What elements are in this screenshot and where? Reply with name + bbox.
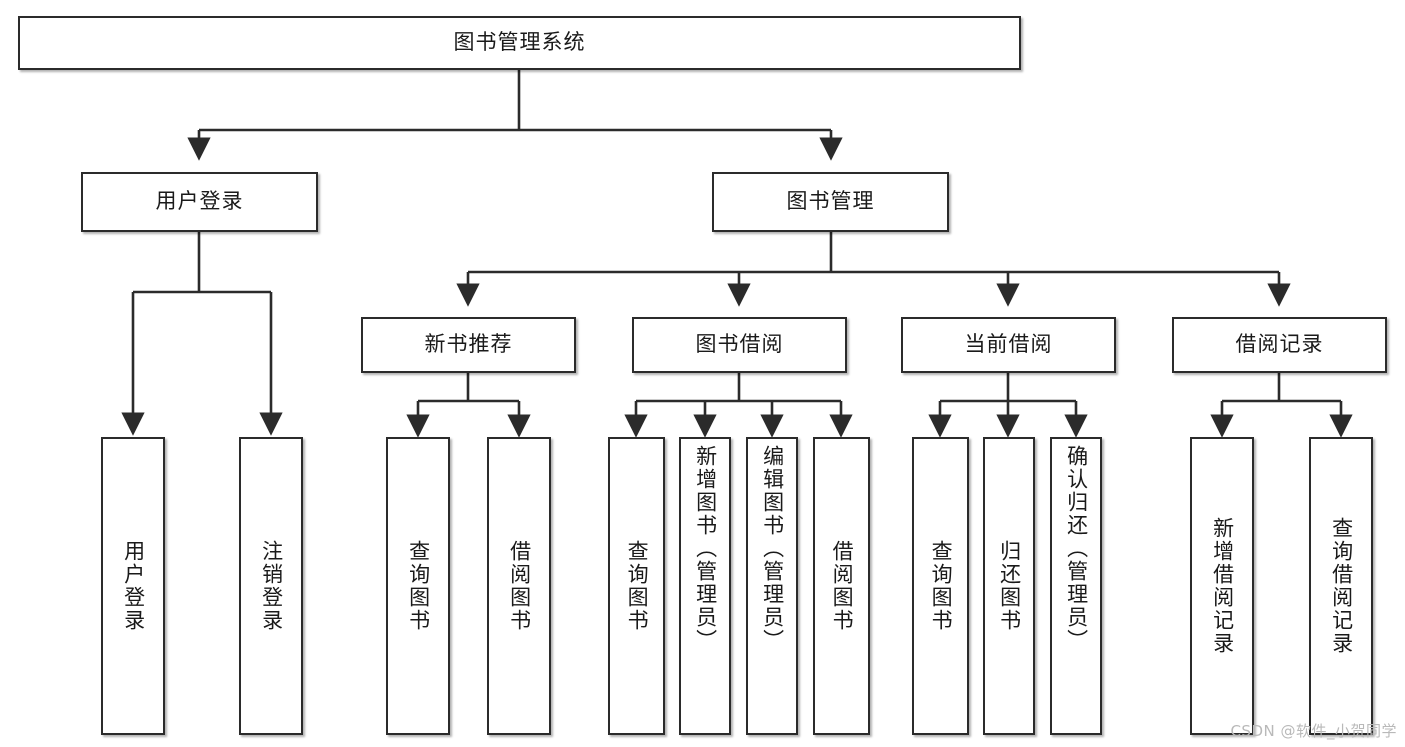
node-leaf-add-book-label: 新增图书（管理员）	[693, 445, 718, 652]
node-book-manage[interactable]: 图书管理	[712, 172, 949, 232]
node-leaf-borrow-book-2[interactable]: 借阅图书	[813, 437, 870, 735]
node-leaf-logout-login-label: 注销登录	[259, 540, 284, 632]
node-root[interactable]: 图书管理系统	[18, 16, 1021, 70]
node-borrow-record-label: 借阅记录	[1235, 332, 1324, 357]
node-leaf-query-book-1[interactable]: 查询图书	[386, 437, 450, 735]
node-leaf-confirm-return[interactable]: 确认归还（管理员）	[1050, 437, 1102, 735]
node-user-login-label: 用户登录	[155, 189, 244, 214]
node-leaf-query-book-1-label: 查询图书	[406, 540, 431, 632]
node-leaf-user-login[interactable]: 用户登录	[101, 437, 165, 735]
node-leaf-borrow-book-1[interactable]: 借阅图书	[487, 437, 551, 735]
node-leaf-query-book-3-label: 查询图书	[929, 540, 954, 632]
node-user-login[interactable]: 用户登录	[81, 172, 318, 232]
node-leaf-logout-login[interactable]: 注销登录	[239, 437, 303, 735]
node-borrow-record[interactable]: 借阅记录	[1172, 317, 1387, 373]
node-leaf-add-book[interactable]: 新增图书（管理员）	[679, 437, 731, 735]
node-leaf-return-book-label: 归还图书	[997, 540, 1022, 632]
node-new-book-recommend[interactable]: 新书推荐	[361, 317, 576, 373]
node-leaf-add-record-label: 新增借阅记录	[1210, 517, 1235, 655]
node-new-book-recommend-label: 新书推荐	[424, 332, 513, 357]
node-leaf-edit-book[interactable]: 编辑图书（管理员）	[746, 437, 798, 735]
node-book-borrow-label: 图书借阅	[695, 332, 784, 357]
node-book-borrow[interactable]: 图书借阅	[632, 317, 847, 373]
node-leaf-query-record[interactable]: 查询借阅记录	[1309, 437, 1373, 735]
node-leaf-query-book-2-label: 查询图书	[625, 540, 650, 632]
node-leaf-borrow-book-1-label: 借阅图书	[507, 540, 532, 632]
node-leaf-confirm-return-label: 确认归还（管理员）	[1064, 445, 1089, 652]
node-leaf-borrow-book-2-label: 借阅图书	[830, 540, 855, 632]
node-leaf-user-login-label: 用户登录	[121, 540, 146, 632]
node-leaf-query-book-3[interactable]: 查询图书	[912, 437, 969, 735]
watermark-text: CSDN @软件_小贺同学	[1230, 722, 1397, 740]
node-root-label: 图书管理系统	[453, 30, 586, 55]
node-leaf-add-record[interactable]: 新增借阅记录	[1190, 437, 1254, 735]
node-current-borrow-label: 当前借阅	[964, 332, 1053, 357]
node-leaf-query-book-2[interactable]: 查询图书	[608, 437, 665, 735]
node-leaf-edit-book-label: 编辑图书（管理员）	[760, 445, 785, 652]
node-leaf-return-book[interactable]: 归还图书	[983, 437, 1035, 735]
node-leaf-query-record-label: 查询借阅记录	[1329, 517, 1354, 655]
node-current-borrow[interactable]: 当前借阅	[901, 317, 1116, 373]
node-book-manage-label: 图书管理	[786, 189, 875, 214]
